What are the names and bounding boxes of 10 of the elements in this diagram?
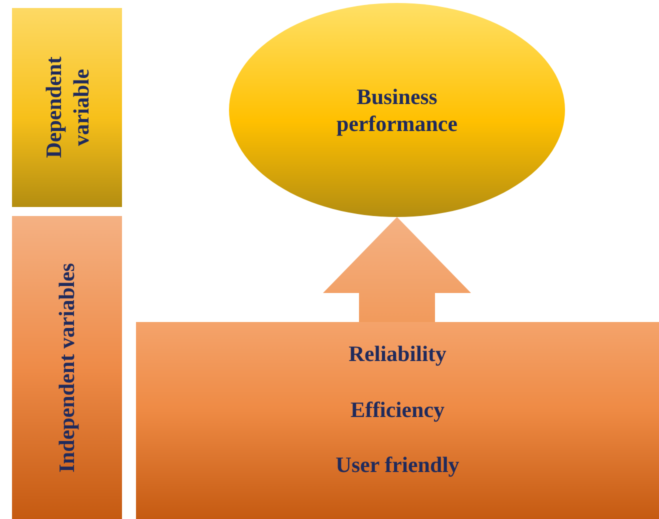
outcome-label: Business performance	[336, 82, 458, 138]
variable-band	[12, 8, 122, 207]
factor-label: User friendly	[336, 451, 460, 478]
factor-label: Efficiency	[350, 396, 445, 423]
block-arrow	[323, 217, 471, 322]
band-label: Independent variables	[53, 262, 80, 472]
factor-box	[136, 322, 659, 519]
band-label: Dependent variable	[40, 56, 94, 160]
factor-label: Reliability	[348, 340, 446, 368]
variable-band	[12, 216, 122, 519]
